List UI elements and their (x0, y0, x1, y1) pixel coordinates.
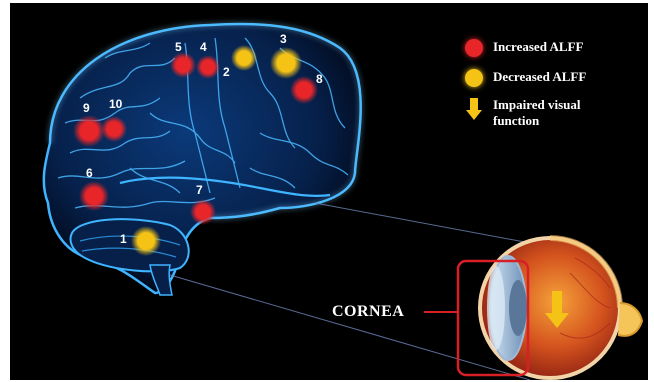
region-5-number: 5 (175, 40, 182, 54)
region-2-number: 2 (223, 65, 230, 79)
red-dot-icon (465, 39, 483, 57)
legend-increased-label: Increased ALFF (493, 39, 583, 55)
region-7-dot (190, 199, 216, 225)
region-6-dot (79, 181, 109, 211)
figure-canvas: 1 2 3 4 5 6 7 8 9 10 Increased ALFF Decr… (10, 3, 648, 380)
yellow-dot-icon (465, 69, 483, 87)
region-3-dot (270, 47, 302, 79)
eyeball (480, 238, 642, 378)
legend-decreased-label: Decreased ALFF (493, 69, 586, 85)
region-8-number: 8 (316, 72, 323, 86)
region-2-dot (231, 45, 257, 71)
region-8-dot (290, 76, 318, 104)
region-1-number: 1 (120, 232, 127, 246)
down-arrow-icon (465, 97, 483, 119)
region-4-dot (196, 55, 220, 79)
legend-impaired-label: Impaired visual function (493, 97, 613, 129)
region-3-number: 3 (280, 32, 287, 46)
region-7-number: 7 (196, 183, 203, 197)
cornea-label: CORNEA (332, 303, 404, 321)
region-4-number: 4 (200, 40, 207, 54)
illustration (10, 3, 648, 380)
projection-lines (170, 203, 530, 380)
region-5-dot (170, 52, 196, 78)
legend-impaired: Impaired visual function (465, 97, 613, 129)
region-9-number: 9 (83, 101, 90, 115)
legend-increased: Increased ALFF (465, 39, 583, 57)
region-10-dot (101, 116, 127, 142)
region-6-number: 6 (86, 166, 93, 180)
region-1-dot (131, 226, 161, 256)
legend-decreased: Decreased ALFF (465, 69, 586, 87)
region-9-dot (73, 115, 105, 147)
region-10-number: 10 (109, 97, 122, 111)
